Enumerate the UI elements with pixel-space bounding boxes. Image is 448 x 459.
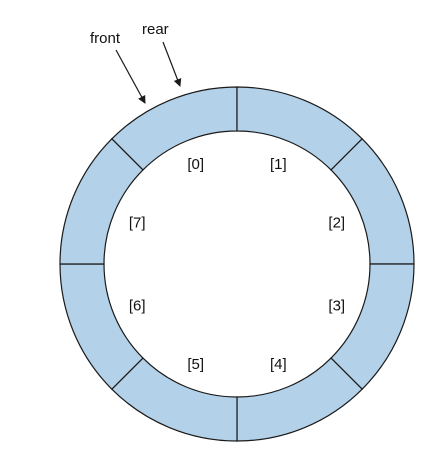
slot-6-cell [59,263,144,391]
front-label: front [90,30,121,47]
front-pointer: front [90,30,146,104]
ring [59,86,415,442]
front-arrow [115,49,146,104]
slot-labels: [0] [1] [2] [3] [4] [5] [6] [7] [129,156,345,373]
slot-5-label: [5] [187,356,204,373]
rear-arrow [162,41,182,87]
rear-label: rear [142,21,169,38]
slot-2-cell [330,137,415,265]
slot-7-label: [7] [129,215,146,232]
slot-0-label: [0] [187,156,204,173]
slot-2-label: [2] [328,215,345,232]
rear-pointer: rear [142,21,182,87]
slot-1-label: [1] [270,156,287,173]
slot-7-cell [59,137,144,265]
slot-4-label: [4] [270,356,287,373]
slot-6-label: [6] [129,297,146,314]
slot-4-cell [236,357,364,442]
slot-3-label: [3] [328,297,345,314]
